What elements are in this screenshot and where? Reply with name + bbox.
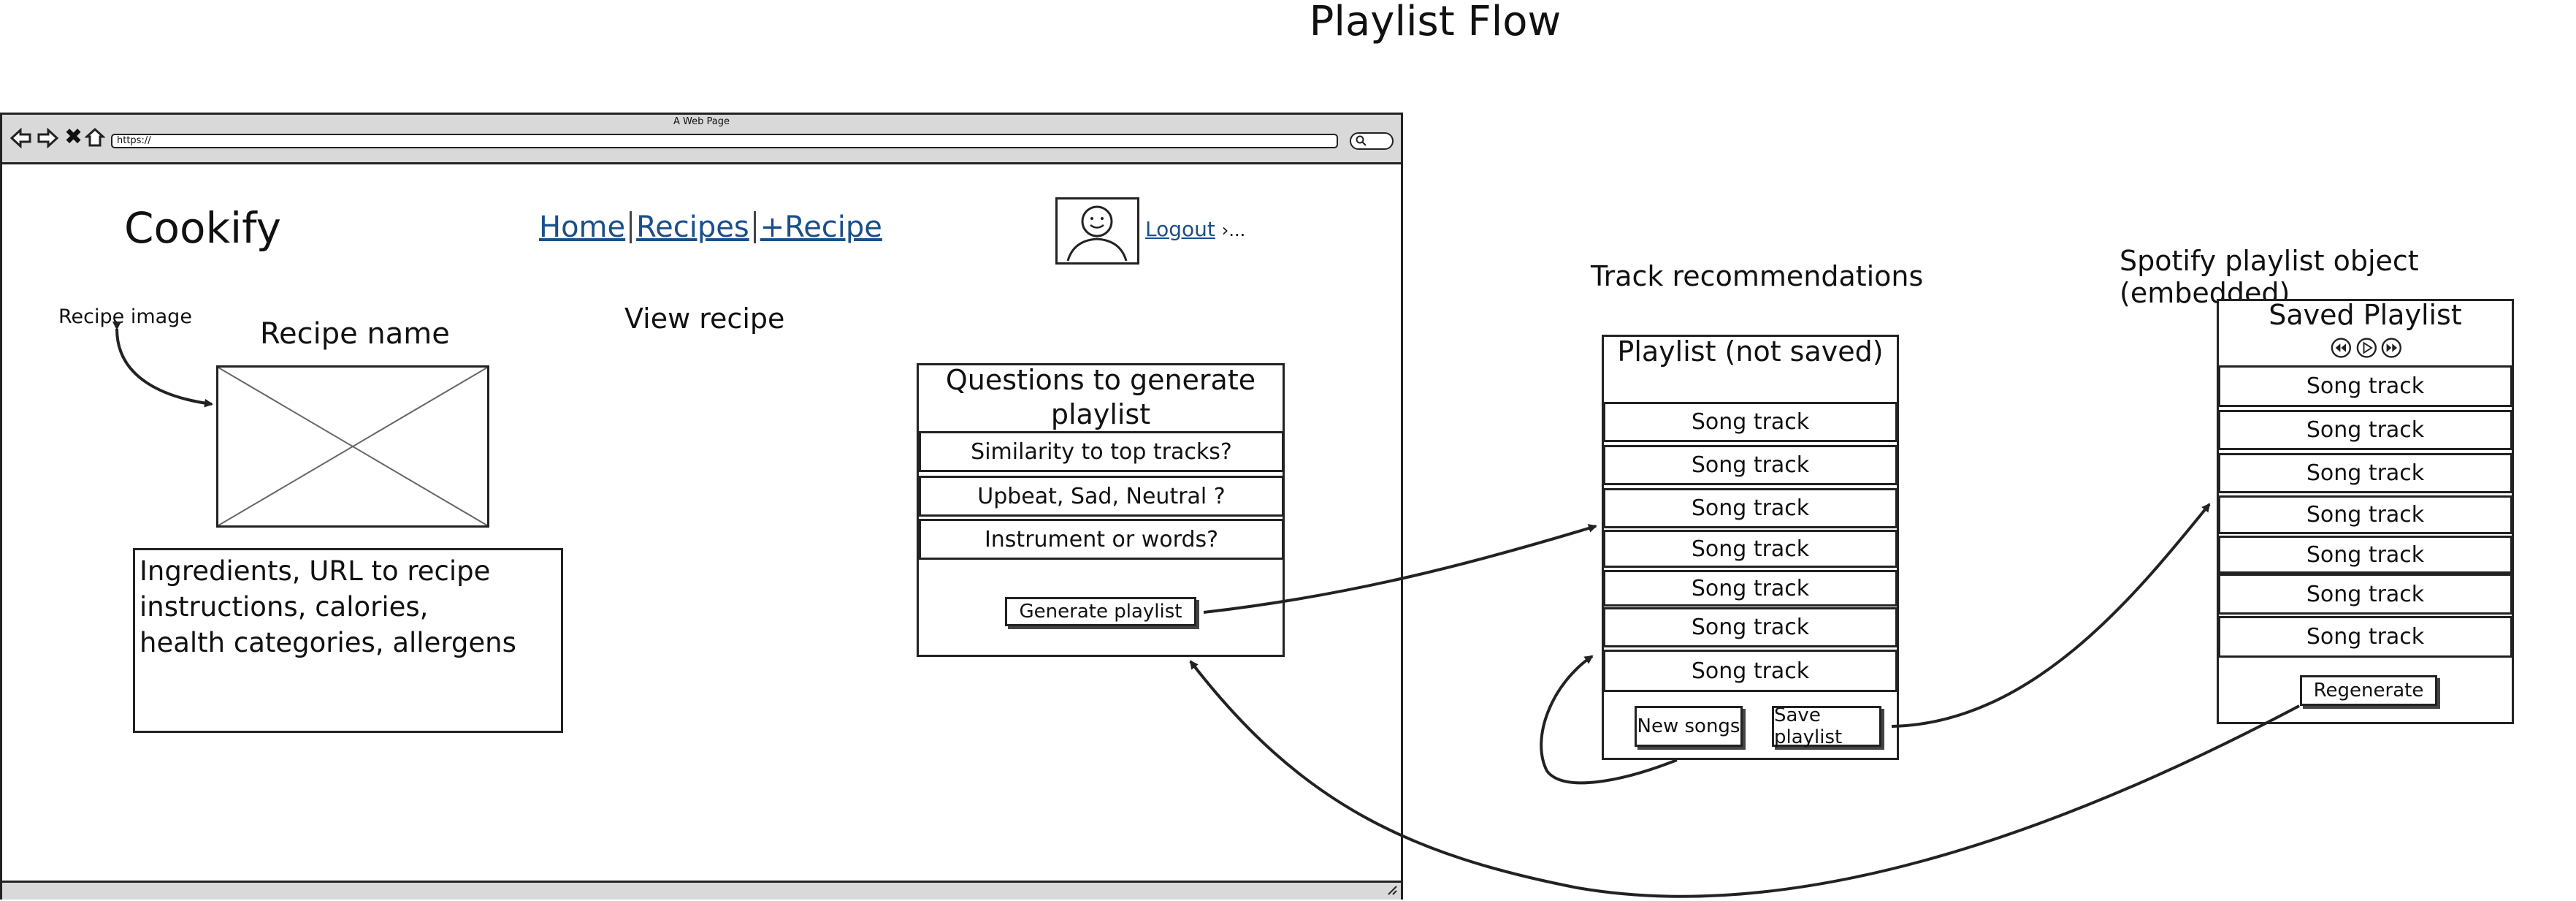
question-instrument[interactable]: Instrument or words? [919,519,1284,560]
diagram-title: Playlist Flow [1309,0,1562,45]
saved-track-row[interactable]: Song track [2218,453,2512,493]
saved-track-row[interactable]: Song track [2218,410,2512,450]
question-label: Similarity to top tracks? [971,438,1232,465]
track-row[interactable]: Song track [1603,570,1897,607]
resize-grip-icon[interactable] [1386,884,1398,896]
track-row[interactable]: Song track [1603,530,1897,568]
play-icon[interactable] [2355,336,2378,360]
logout-more[interactable]: ›... [1221,220,1246,240]
fast-forward-icon[interactable] [2380,336,2403,360]
saved-title: Saved Playlist [2269,299,2462,331]
track-label: Song track [1691,658,1810,684]
logout-link[interactable]: Logout [1145,217,1215,241]
recipe-image-placeholder [216,365,489,528]
nav-separator [630,211,632,243]
track-label: Song track [1691,452,1810,478]
track-label: Song track [2306,541,2425,568]
rewind-icon[interactable] [2330,336,2353,360]
question-similarity[interactable]: Similarity to top tracks? [919,431,1284,472]
nav-separator [753,211,756,243]
track-label: Song track [2306,373,2425,399]
avatar[interactable] [1055,197,1139,265]
track-row[interactable]: Song track [1603,445,1897,485]
track-label: Song track [1691,536,1810,562]
track-row[interactable]: Song track [1603,402,1897,442]
regenerate-button[interactable]: Regenerate [2300,675,2437,706]
saved-track-row[interactable]: Song track [2218,495,2512,534]
track-row[interactable]: Song track [1603,650,1897,692]
browser-status-bar [2,881,1401,900]
save-playlist-button[interactable]: Save playlist [1772,704,1881,748]
questions-title: Questions to generate playlist [945,364,1256,430]
track-row[interactable]: Song track [1603,488,1897,528]
url-text: https:// [117,135,151,146]
recipe-name: Recipe name [260,317,450,351]
track-label: Song track [2306,502,2425,528]
browser-window-title: A Web Page [673,116,730,127]
saved-track-row[interactable]: Song track [2218,365,2512,407]
track-label: Song track [1691,495,1810,521]
track-label: Song track [2306,460,2425,486]
view-recipe-label: View recipe [624,303,785,335]
track-label: Song track [2306,581,2425,607]
arrow-save-to-saved [1891,503,2211,728]
track-row[interactable]: Song track [1603,607,1897,647]
recommendations-title: Playlist (not saved) [1617,335,1884,368]
arrow-left-icon[interactable] [10,128,32,148]
saved-track-row[interactable]: Song track [2218,616,2512,658]
app-logo[interactable]: Cookify [124,203,281,253]
main-nav: Home Recipes +Recipe [539,210,882,244]
track-label: Song track [1691,409,1810,435]
search-icon [1356,135,1367,146]
track-label: Song track [1691,575,1810,601]
recommendations-heading: Track recommendations [1591,260,1924,292]
track-label: Song track [2306,417,2425,443]
close-icon[interactable]: ✖ [64,124,83,150]
track-label: Song track [2306,624,2425,650]
track-label: Song track [1691,615,1810,640]
nav-add-recipe-link[interactable]: +Recipe [760,210,882,244]
saved-track-row[interactable]: Song track [2218,574,2512,615]
question-label: Upbeat, Sad, Neutral ? [977,483,1226,509]
nav-home-link[interactable]: Home [539,210,626,244]
recipe-image-label: Recipe image [58,305,192,328]
search-box[interactable] [1350,132,1394,150]
generate-playlist-button[interactable]: Generate playlist [1005,597,1196,626]
question-label: Instrument or words? [984,526,1219,552]
player-controls [2330,336,2403,362]
recipe-details-text: Ingredients, URL to recipe instructions,… [139,555,516,658]
user-avatar-icon [1066,205,1128,262]
logout-area: Logout ›... [1145,217,1245,241]
arrow-right-icon[interactable] [37,128,58,148]
nav-recipes-link[interactable]: Recipes [636,210,749,244]
saved-track-row[interactable]: Song track [2218,536,2512,574]
recipe-details-box: Ingredients, URL to recipe instructions,… [133,548,563,733]
new-songs-button[interactable]: New songs [1635,706,1743,747]
url-bar[interactable]: https:// [111,134,1338,148]
home-icon[interactable] [85,127,105,148]
question-mood[interactable]: Upbeat, Sad, Neutral ? [919,476,1284,517]
